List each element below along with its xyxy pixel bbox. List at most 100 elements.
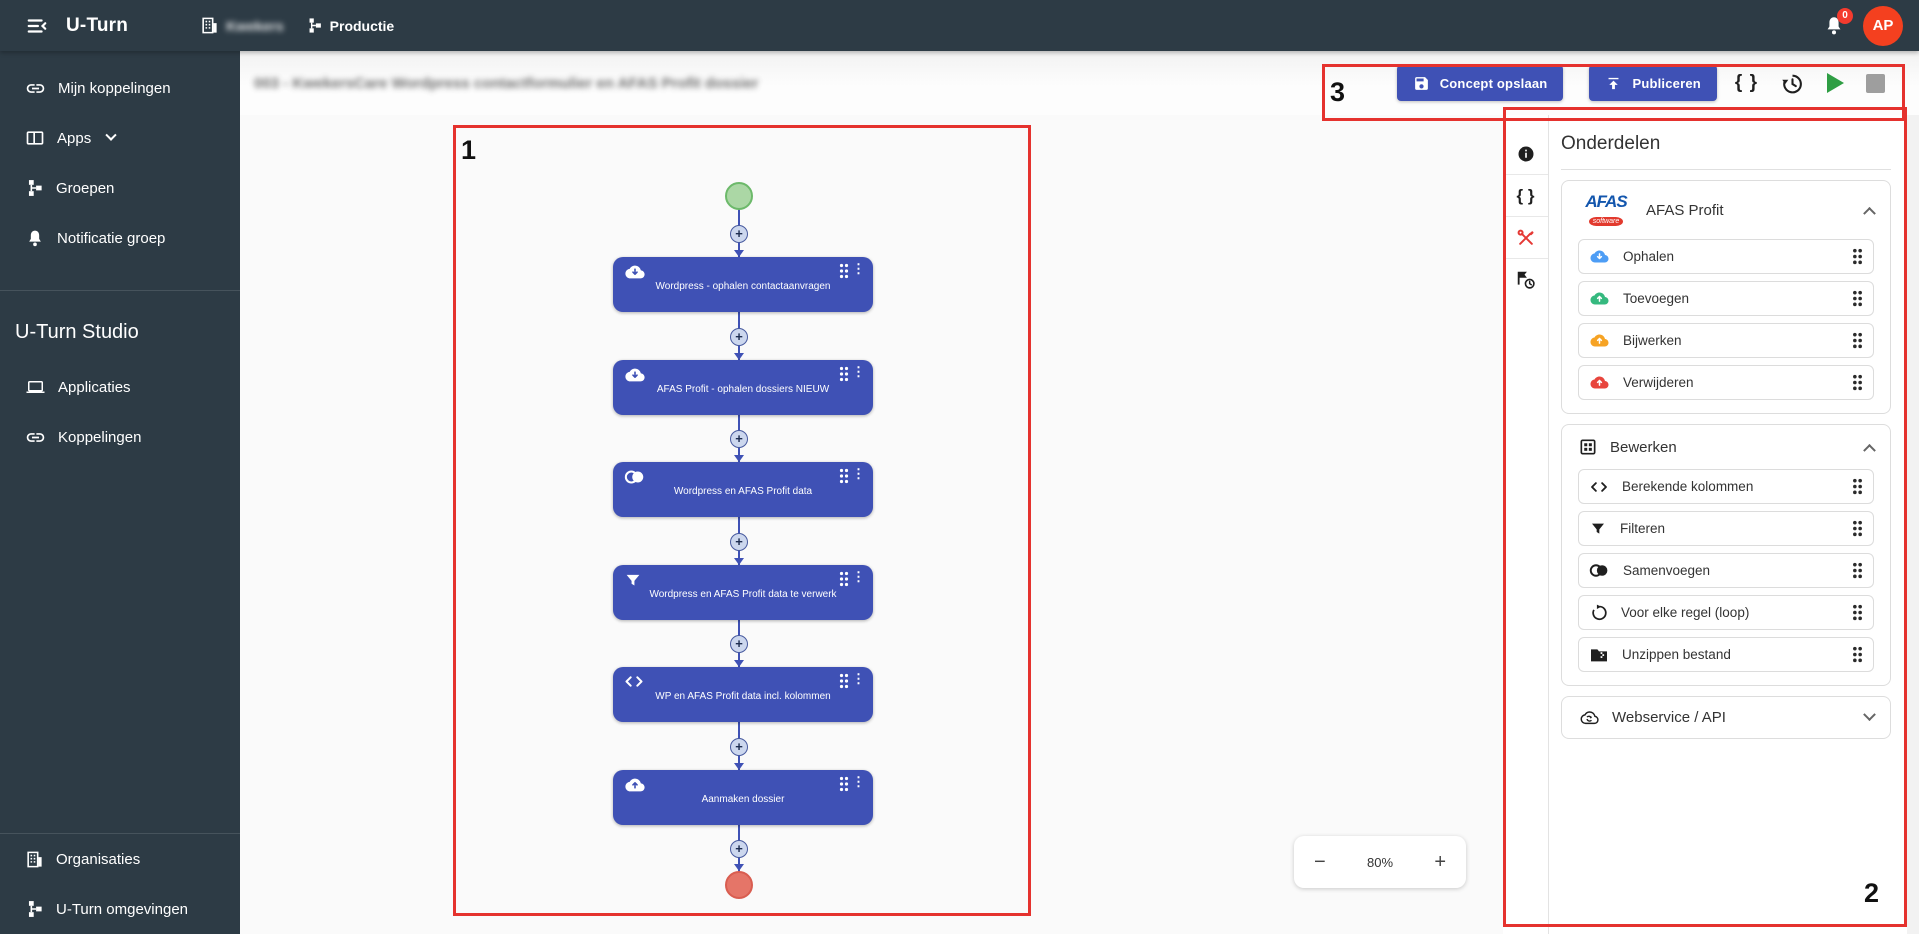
app-brand[interactable]: U-Turn <box>66 14 129 36</box>
sidebar-item-groepen[interactable]: Groepen <box>0 163 240 213</box>
workflow-node[interactable]: ⋮ AFAS Profit - ophalen dossiers NIEUW <box>613 360 873 415</box>
kebab-menu-icon[interactable]: ⋮ <box>852 671 865 686</box>
environment-label: Productie <box>329 17 395 34</box>
workflow-canvas[interactable]: + + + + + + + ⋮ Wordpress - ophalen cont… <box>240 115 1503 934</box>
tab-run-history[interactable] <box>1503 259 1548 301</box>
cloud-upload-icon <box>1590 334 1609 347</box>
json-view-button[interactable]: { } <box>1731 68 1762 98</box>
org-selector[interactable]: Kwekers <box>200 16 284 35</box>
component-bijwerken[interactable]: Bijwerken <box>1578 323 1874 358</box>
add-step-button[interactable]: + <box>730 533 748 551</box>
sidebar-item-mijn-koppelingen[interactable]: Mijn koppelingen <box>0 63 240 113</box>
component-berekende-kolommen[interactable]: Berekende kolommen <box>1578 469 1874 504</box>
sidebar-item-notificatie-groep[interactable]: Notificatie groep <box>0 213 240 263</box>
drag-handle-icon[interactable] <box>839 263 849 279</box>
sidebar-item-apps[interactable]: Apps <box>0 113 240 163</box>
join-icon <box>1589 564 1608 577</box>
drag-handle-icon[interactable] <box>839 776 849 792</box>
kebab-menu-icon[interactable]: ⋮ <box>852 261 865 276</box>
component-unzippen-bestand[interactable]: Unzippen bestand <box>1578 637 1874 672</box>
webservice-section: Webservice / API <box>1561 696 1891 739</box>
braces-icon: { } <box>1734 72 1758 93</box>
drag-handle-icon[interactable] <box>1852 478 1863 495</box>
drag-handle-icon[interactable] <box>839 468 849 484</box>
drag-handle-icon[interactable] <box>1852 520 1863 537</box>
tab-info[interactable] <box>1503 133 1548 175</box>
drag-handle-icon[interactable] <box>839 673 849 689</box>
stop-icon <box>1866 73 1885 93</box>
drag-handle-icon[interactable] <box>1852 604 1863 621</box>
end-node[interactable] <box>725 871 753 899</box>
add-step-button[interactable]: + <box>730 225 748 243</box>
link-icon <box>26 432 45 442</box>
component-ophalen[interactable]: Ophalen <box>1578 239 1874 274</box>
zoom-out-button[interactable]: − <box>1314 850 1326 873</box>
drag-handle-icon[interactable] <box>839 571 849 587</box>
save-concept-button[interactable]: Concept opslaan <box>1396 65 1564 101</box>
kebab-menu-icon[interactable]: ⋮ <box>852 774 865 789</box>
arrow-down-icon <box>734 353 744 360</box>
workflow-node[interactable]: ⋮ Wordpress en AFAS Profit data <box>613 462 873 517</box>
drag-handle-icon[interactable] <box>1852 374 1863 391</box>
tab-variables[interactable]: { } <box>1503 175 1548 217</box>
sidebar-item-koppelingen[interactable]: Koppelingen <box>0 412 240 462</box>
cloud-upload-icon <box>1590 376 1609 389</box>
org-name-blurred: Kwekers <box>226 17 284 34</box>
environment-selector[interactable]: Productie <box>306 16 395 35</box>
component-verwijderen[interactable]: Verwijderen <box>1578 365 1874 400</box>
component-samenvoegen[interactable]: Samenvoegen <box>1578 553 1874 588</box>
add-step-button[interactable]: + <box>730 840 748 858</box>
schema-icon <box>28 180 42 196</box>
afas-profit-section-header[interactable]: AFAS software AFAS Profit <box>1562 181 1890 239</box>
component-toevoegen[interactable]: Toevoegen <box>1578 281 1874 316</box>
avatar[interactable]: AP <box>1863 5 1903 46</box>
drag-handle-icon[interactable] <box>1852 646 1863 663</box>
notification-badge: 0 <box>1837 7 1853 24</box>
code-icon <box>1591 481 1607 492</box>
drag-handle-icon[interactable] <box>1852 332 1863 349</box>
drag-handle-icon[interactable] <box>1852 290 1863 307</box>
bewerken-section-header[interactable]: Bewerken <box>1562 425 1890 469</box>
workflow-node[interactable]: ⋮ WP en AFAS Profit data incl. kolommen <box>613 667 873 722</box>
component-filteren[interactable]: Filteren <box>1578 511 1874 546</box>
drag-handle-icon[interactable] <box>839 366 849 382</box>
play-icon <box>1827 73 1844 93</box>
zoom-in-button[interactable]: + <box>1434 850 1446 873</box>
cloud-upload-icon <box>624 777 646 793</box>
arrow-down-icon <box>734 763 744 770</box>
scrollbar[interactable] <box>1907 115 1919 934</box>
menu-toggle-icon[interactable] <box>26 15 48 37</box>
drag-handle-icon[interactable] <box>1852 562 1863 579</box>
webservice-section-header[interactable]: Webservice / API <box>1562 697 1890 738</box>
add-step-button[interactable]: + <box>730 430 748 448</box>
component-voor-elke-regel[interactable]: Voor elke regel (loop) <box>1578 595 1874 630</box>
add-step-button[interactable]: + <box>730 635 748 653</box>
filter-icon <box>624 572 642 589</box>
arrow-down-icon <box>734 558 744 565</box>
workflow-node[interactable]: ⋮ Wordpress - ophalen contactaanvragen <box>613 257 873 312</box>
stop-button[interactable] <box>1862 70 1889 97</box>
start-node[interactable] <box>725 182 753 210</box>
notifications-button[interactable]: 0 <box>1823 7 1853 38</box>
sidebar-item-organisaties[interactable]: Organisaties <box>0 834 240 884</box>
history-button[interactable] <box>1776 67 1809 100</box>
add-step-button[interactable]: + <box>730 738 748 756</box>
sidebar-item-applicaties[interactable]: Applicaties <box>0 362 240 412</box>
kebab-menu-icon[interactable]: ⋮ <box>852 466 865 481</box>
save-icon <box>1414 76 1428 90</box>
drag-handle-icon[interactable] <box>1852 248 1863 265</box>
publish-button[interactable]: Publiceren <box>1589 65 1717 101</box>
kebab-menu-icon[interactable]: ⋮ <box>852 364 865 379</box>
schema-icon <box>28 901 42 917</box>
workflow-node[interactable]: ⋮ Wordpress en AFAS Profit data te verwe… <box>613 565 873 620</box>
add-step-button[interactable]: + <box>730 328 748 346</box>
tab-components[interactable] <box>1503 217 1548 259</box>
schema-icon <box>309 18 321 33</box>
cloud-sync-icon <box>1580 711 1599 725</box>
workflow-node[interactable]: ⋮ Aanmaken dossier <box>613 770 873 825</box>
kebab-menu-icon[interactable]: ⋮ <box>852 569 865 584</box>
run-button[interactable] <box>1823 69 1848 97</box>
sidebar-item-uturn-omgevingen[interactable]: U-Turn omgevingen <box>0 884 240 934</box>
filter-icon <box>1592 523 1604 534</box>
chevron-up-icon <box>1863 443 1876 457</box>
